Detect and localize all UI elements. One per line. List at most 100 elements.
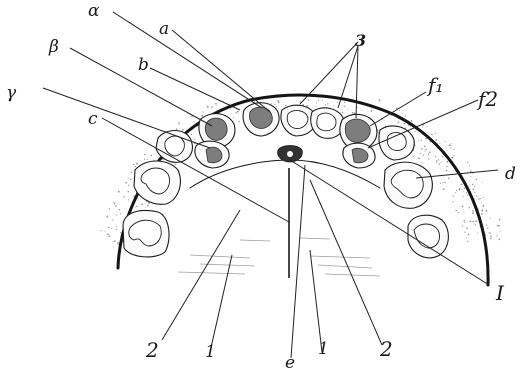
stipple-dot — [235, 112, 236, 113]
stipple-dot — [480, 198, 481, 199]
stipple-dot — [299, 101, 300, 102]
stipple-dot — [422, 127, 423, 128]
stipple-dot — [464, 232, 465, 233]
stipple-dot — [176, 128, 178, 130]
stipple-dot — [499, 239, 501, 241]
stipple-dot — [499, 219, 501, 221]
stipple-dot — [442, 156, 444, 158]
label-2-left: 2 — [145, 338, 159, 362]
stipple-dot — [452, 201, 453, 202]
stipple-dot — [153, 160, 154, 161]
stipple-dot — [475, 220, 477, 222]
label-2-right: 2 — [379, 337, 393, 361]
stipple-dot — [461, 183, 463, 185]
stipple-dot — [344, 102, 345, 103]
stipple-dot — [421, 162, 422, 163]
stipple-dot — [123, 197, 124, 198]
stipple-dot — [445, 141, 446, 142]
stipple-dot — [333, 105, 334, 106]
stipple-dot — [456, 190, 457, 191]
stipple-dot — [445, 182, 446, 183]
label-beta: β — [48, 37, 59, 57]
stipple-dot — [448, 178, 450, 180]
stipple-dot — [467, 241, 468, 242]
stipple-dot — [108, 226, 109, 227]
stipple-dot — [414, 131, 415, 132]
stipple-dot — [361, 110, 362, 111]
stipple-dot — [135, 166, 137, 168]
stipple-dot — [296, 100, 297, 101]
stipple-dot — [443, 188, 445, 190]
stipple-dot — [114, 204, 115, 205]
stipple-dot — [179, 122, 180, 123]
stipple-dot — [474, 186, 475, 187]
tooth-left-molar-mid — [134, 161, 180, 204]
stipple-dot — [117, 243, 118, 244]
stipple-dot — [471, 176, 472, 177]
label-gamma: γ — [6, 83, 17, 103]
stipple-dot — [459, 188, 461, 190]
tooth-left-molar-back — [123, 211, 169, 257]
stipple-dot — [431, 134, 433, 136]
stipple-dot — [125, 182, 127, 184]
stipple-dot — [472, 210, 474, 212]
stipple-dot — [477, 232, 478, 233]
stipple-dot — [316, 106, 317, 107]
stipple-dot — [469, 221, 471, 223]
tooth-central-right — [311, 108, 345, 138]
stipple-dot — [475, 224, 476, 225]
stipple-dot — [128, 185, 129, 186]
stipple-dot — [469, 207, 470, 208]
stipple-dot — [342, 112, 344, 114]
stipple-dot — [497, 225, 498, 226]
stipple-dot — [425, 149, 426, 150]
stipple-dot — [120, 213, 121, 214]
stipple-dot — [411, 120, 413, 122]
stipple-dot — [451, 143, 452, 144]
stipple-dot — [472, 184, 474, 186]
stipple-dot — [428, 158, 430, 160]
stipple-dot — [136, 206, 137, 207]
stipple-dot — [399, 110, 400, 111]
stipple-dot — [462, 225, 463, 226]
stipple-dot — [112, 219, 113, 220]
stipple-dot — [456, 210, 457, 211]
stipple-dot — [446, 161, 448, 163]
stipple-dot — [405, 115, 406, 116]
stipple-dot — [278, 102, 280, 104]
stipple-dot — [193, 121, 194, 122]
stipple-dot — [238, 121, 240, 123]
stipple-dot — [144, 159, 145, 160]
stipple-dot — [421, 148, 423, 150]
stipple-dot — [458, 212, 459, 213]
stipple-dot — [111, 228, 112, 229]
stipple-dot — [473, 188, 475, 190]
stipple-dot — [489, 232, 490, 233]
stipple-dot — [419, 153, 420, 154]
stipple-dot — [466, 237, 467, 238]
label-1-right: 1 — [318, 339, 329, 359]
stipple-dot — [464, 222, 465, 223]
stipple-dot — [109, 208, 110, 209]
stipple-dot — [114, 240, 116, 242]
stipple-dot — [147, 159, 148, 160]
stipple-dot — [178, 123, 179, 124]
stipple-dot — [463, 196, 464, 197]
stipple-dot — [106, 216, 108, 218]
tooth-left-canine-b — [195, 141, 229, 168]
stipple-dot — [438, 159, 439, 160]
stipple-dot — [486, 225, 487, 226]
stipple-dot — [428, 153, 429, 154]
stipple-dot — [271, 103, 272, 104]
stipple-dot — [498, 225, 500, 227]
stipple-dot — [155, 153, 156, 154]
stipple-dot — [201, 115, 203, 117]
stipple-dot — [175, 164, 177, 166]
label-f1: f₁ — [426, 73, 443, 97]
label-I: I — [495, 281, 505, 305]
stipple-dot — [467, 162, 468, 163]
label-e: e — [285, 353, 295, 373]
stipple-dot — [418, 140, 419, 141]
stipple-dot — [438, 163, 440, 165]
